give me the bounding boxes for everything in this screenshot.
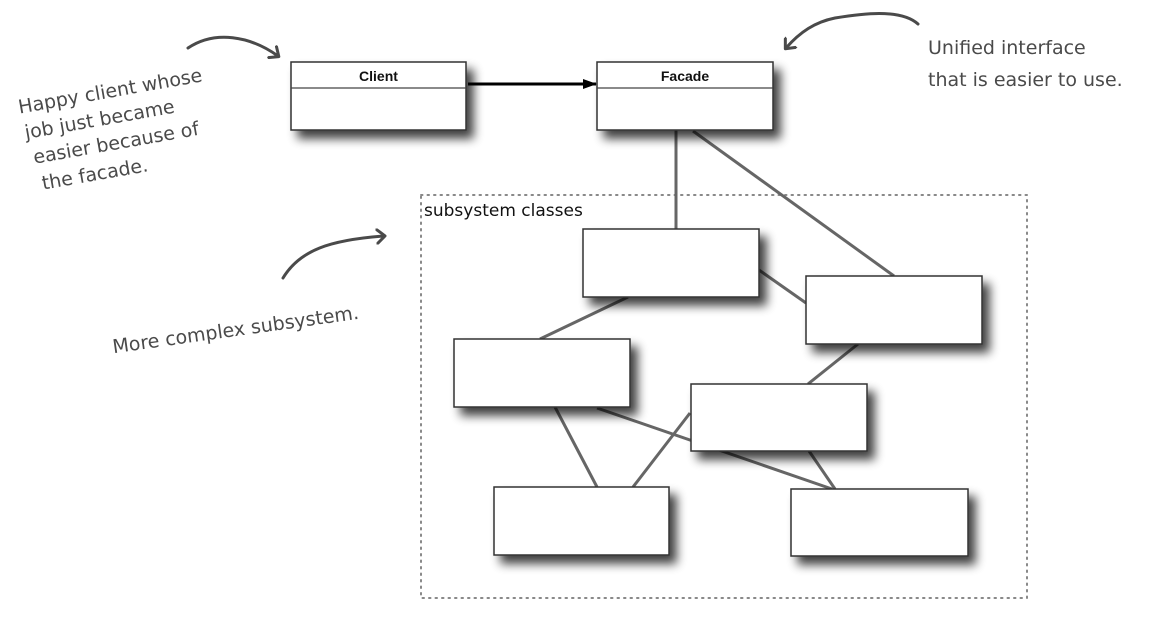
subsystem-class-2[interactable]: [805, 275, 983, 345]
subsystem-label: subsystem classes: [424, 201, 583, 221]
subsystem-note-arrow-icon: [281, 236, 384, 280]
subsystem-class-1[interactable]: [582, 228, 760, 298]
class-facade[interactable]: [596, 61, 774, 131]
subsystem-class-6[interactable]: [790, 488, 969, 557]
class-client[interactable]: [290, 61, 467, 131]
connector-sub2-sub4: [807, 342, 859, 386]
connector-sub1-sub3: [539, 295, 629, 341]
connector-sub1-sub2: [758, 268, 807, 305]
svg-text:that is easier to use.: that is easier to use.: [928, 69, 1123, 91]
client-note: Happy client whose job just became easie…: [17, 65, 204, 195]
connector-sub4-sub6: [807, 450, 837, 490]
subsystem-container: [420, 194, 1028, 599]
connector-facade-sub2: [692, 129, 895, 278]
svg-text:More complex subsystem.: More complex subsystem.: [111, 302, 360, 358]
connector-sub3-sub5: [553, 406, 599, 488]
client-note-arrow-icon: [186, 35, 278, 56]
client-name: Client: [359, 68, 398, 84]
subsystem-note: More complex subsystem.: [111, 302, 360, 358]
connector-sub4-sub5: [631, 412, 692, 488]
svg-text:Unified interface: Unified interface: [928, 37, 1086, 59]
subsystem-class-4[interactable]: [690, 383, 868, 452]
facade-note: Unified interface that is easier to use.: [928, 37, 1123, 91]
subsystem-class-5[interactable]: [493, 486, 670, 556]
facade-name: Facade: [661, 68, 709, 84]
subsystem-class-3[interactable]: [453, 338, 631, 408]
facade-note-arrow-icon: [786, 12, 920, 49]
